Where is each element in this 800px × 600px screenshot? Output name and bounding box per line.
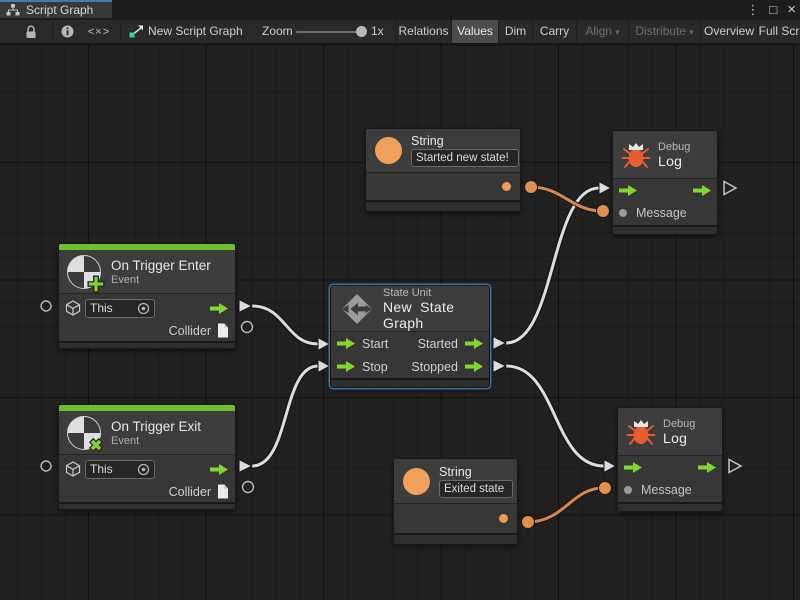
code-view-button[interactable]: <×> [82,20,116,43]
node-debug-log-top[interactable]: Debug Log Message [612,130,718,235]
string-circle-icon [403,468,430,495]
value-port-dot[interactable] [619,209,627,217]
lock-button[interactable] [20,20,42,43]
port-label-start: Start [362,337,388,351]
plus-badge-icon [87,275,105,293]
node-on-trigger-enter[interactable]: On Trigger Enter Event This Collider [58,243,236,349]
value-port-dot[interactable] [499,514,508,523]
string-circle-icon [375,137,402,164]
node-footer [394,533,517,544]
toolbar-button-overview[interactable]: Overview [700,20,757,43]
tab-script-graph[interactable]: Script Graph [0,0,112,18]
zoom-slider-knob[interactable] [356,26,367,37]
port-label-collider: Collider [169,324,211,338]
x-badge-icon [87,436,105,454]
title-bar: Script Graph ⋮ □ × [0,0,800,20]
zoom-slider[interactable] [296,31,362,33]
node-debug-log-bottom[interactable]: Debug Log Message [617,407,723,512]
node-state-unit[interactable]: State Unit New State Graph Start Started… [330,285,490,388]
flow-arrow-port[interactable] [464,360,484,373]
node-title: On Trigger Exit [111,419,201,434]
toolbar-buttons: Relations Values Dim Carry Align▾ Distri… [395,20,800,43]
window-menu-icon[interactable]: ⋮ [746,0,759,20]
cube-icon [65,461,81,477]
toolbar-button-fullscreen[interactable]: Full Scr [757,20,800,43]
flow-arrow-port[interactable] [336,337,356,350]
graph-name-label: New Script Graph [148,20,243,43]
port-label-started: Started [418,337,458,351]
toolbar-button-align[interactable]: Align▾ [576,20,628,43]
flow-arrow-port[interactable] [697,461,717,474]
node-footer [331,378,489,388]
toolbar-button-dim[interactable]: Dim [498,20,532,43]
node-kind: Debug [658,141,690,153]
file-icon [217,323,229,338]
toolbar-button-carry[interactable]: Carry [532,20,576,43]
flow-arrow-port[interactable] [623,461,643,474]
file-icon [217,484,229,499]
info-button[interactable] [56,20,78,43]
info-icon [61,25,74,38]
port-label-message: Message [641,483,692,497]
port-label-stopped: Stopped [411,360,458,374]
flow-arrow-port[interactable] [464,337,484,350]
node-title: String [439,465,513,479]
event-circle-icon [67,416,101,450]
node-kind: State Unit [383,287,489,299]
port-label-message: Message [636,206,687,220]
toolbar-button-relations[interactable]: Relations [395,20,451,43]
port-label-stop: Stop [362,360,388,374]
graph-toolbar: <×> New Script Graph Zoom 1x Relations V… [0,20,800,44]
target-icon[interactable] [137,302,150,315]
node-title: New State Graph [383,299,489,331]
node-footer [613,225,717,235]
lock-icon [25,25,37,39]
flow-arrow-port[interactable] [618,184,638,197]
node-kind: Debug [663,418,695,430]
node-title: String [411,134,519,148]
node-on-trigger-exit[interactable]: On Trigger Exit Event This Collider [58,404,236,510]
graph-icon [126,20,146,43]
target-field[interactable]: This [85,299,155,318]
node-subtitle: Event [111,435,201,447]
flow-arrow-port[interactable] [692,184,712,197]
maximize-icon[interactable]: □ [769,0,777,20]
node-title: On Trigger Enter [111,258,211,273]
node-subtitle: Event [111,274,211,286]
string-value-field[interactable]: Started new state! [411,149,519,167]
zoom-value: 1x [371,20,384,43]
chevron-down-icon: ▾ [615,27,620,37]
port-label-collider: Collider [169,485,211,499]
flow-arrow-port[interactable] [209,463,229,476]
tab-title: Script Graph [26,3,93,17]
close-icon[interactable]: × [787,0,796,20]
value-port-dot[interactable] [502,182,511,191]
node-footer [618,502,722,512]
node-footer [59,341,235,349]
node-footer [366,200,520,211]
value-port-dot[interactable] [624,486,632,494]
toolbar-button-distribute[interactable]: Distribute▾ [628,20,700,43]
bug-icon [621,140,651,170]
string-value-field[interactable]: Exited state [439,480,513,498]
flow-arrow-port[interactable] [336,360,356,373]
code-brackets-icon: <×> [88,26,110,38]
node-title: Log [663,430,695,446]
toolbar-button-values[interactable]: Values [451,20,498,43]
target-field[interactable]: This [85,460,155,479]
graph-hierarchy-icon [6,4,20,16]
cube-icon [65,300,81,316]
node-string-bottom[interactable]: String Exited state [393,458,518,545]
node-title: Log [658,153,690,169]
chevron-down-icon: ▾ [689,27,694,37]
state-diamond-icon [341,293,373,325]
bug-icon [626,417,656,447]
node-footer [59,502,235,510]
flow-arrow-port[interactable] [209,302,229,315]
zoom-label: Zoom [262,20,293,43]
event-circle-icon [67,255,101,289]
target-icon[interactable] [137,463,150,476]
node-string-top[interactable]: String Started new state! [365,128,521,212]
